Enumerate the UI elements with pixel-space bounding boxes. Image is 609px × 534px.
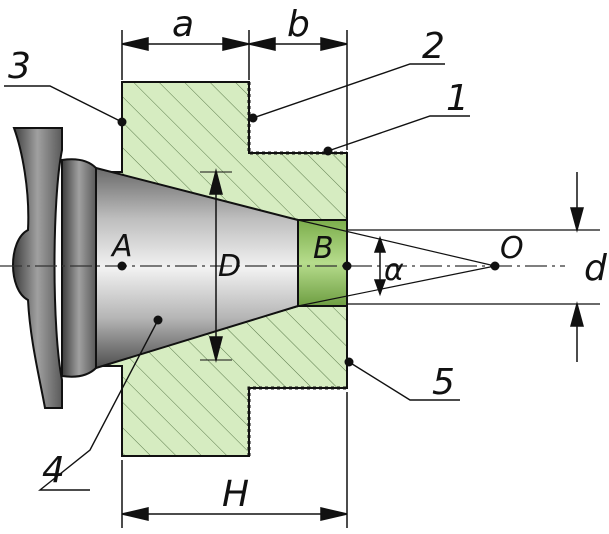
label-b: b [287,4,310,45]
d-dimension [570,172,584,362]
end-face [297,219,348,307]
label-3: 3 [8,46,31,87]
label-alpha: α [384,253,404,288]
point-2 [248,113,258,123]
label-B: B [313,231,334,266]
cone-extension-upper [297,219,496,267]
label-a: a [172,4,194,45]
point-5 [344,357,354,367]
shaft-flange [12,127,63,409]
top-dimensions [121,30,348,150]
dotted-surface-upper [247,82,347,155]
H-dimension [121,392,348,528]
cone-extension-lower [297,265,496,307]
label-A: A [110,229,133,264]
label-5: 5 [432,362,455,403]
dotted-surface-lower [247,386,347,456]
alpha-dimension [373,235,387,297]
label-d: d [584,248,608,289]
leader-lines [4,63,470,491]
point-4 [153,315,163,325]
label-O: O [500,231,524,266]
point-O [490,261,500,271]
point-B [342,261,352,271]
label-2: 2 [422,26,445,67]
shaft-collar [61,158,97,378]
label-4: 4 [42,450,65,491]
points [117,113,500,367]
point-3 [117,117,127,127]
label-1: 1 [446,78,469,119]
label-H: H [222,474,249,515]
point-A [117,261,127,271]
point-1 [323,146,333,156]
D-dimension [200,168,232,363]
label-D: D [218,249,241,284]
